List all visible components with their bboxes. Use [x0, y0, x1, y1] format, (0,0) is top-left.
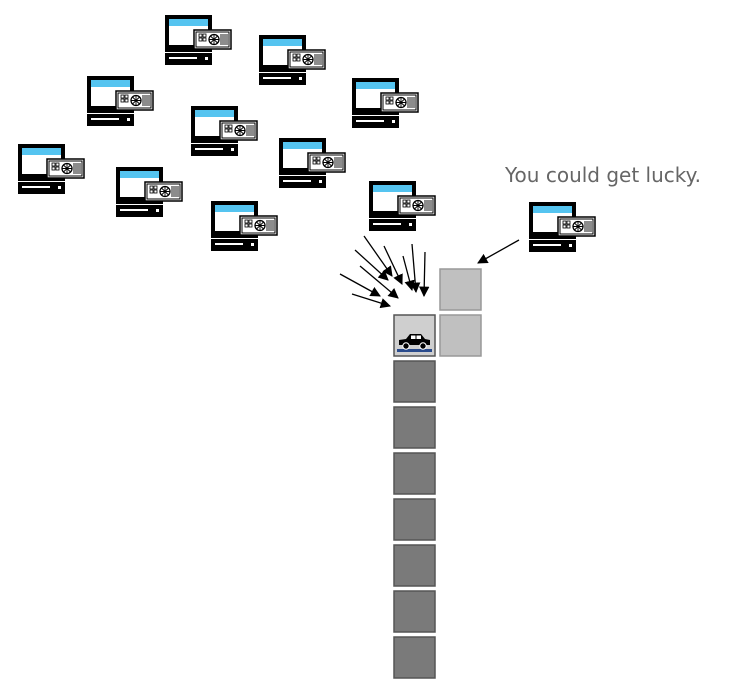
miner-arrow: [351, 293, 391, 309]
chain-block: [393, 452, 436, 495]
miner-arrow: [402, 255, 415, 292]
chain-block: [393, 544, 436, 587]
chain-block: [393, 636, 436, 679]
computer-with-gpu-icon: [351, 77, 419, 129]
candidate-blocks: [439, 268, 482, 357]
candidate-block: [439, 268, 482, 311]
lucky-miner: [477, 201, 596, 264]
computer-with-gpu-icon: [210, 200, 278, 252]
miner-arrow: [359, 265, 399, 299]
car-icon: [397, 334, 432, 352]
chain-block: [393, 590, 436, 633]
computer-with-gpu-icon: [278, 137, 346, 189]
computer-with-gpu-icon: [190, 105, 258, 157]
caption-text: You could get lucky.: [505, 163, 701, 187]
lucky-arrow: [477, 239, 520, 264]
miner-arrow: [363, 235, 393, 277]
computer-with-gpu-icon: [528, 201, 596, 253]
miner-arrow: [383, 245, 403, 285]
miner-crowd: [17, 14, 436, 252]
chain-block: [393, 406, 436, 449]
miner-arrow: [354, 249, 389, 281]
computer-with-gpu-icon: [86, 75, 154, 127]
blockchain: [393, 314, 436, 679]
miner-arrows: [339, 235, 430, 309]
computer-with-gpu-icon: [17, 143, 85, 195]
computer-with-gpu-icon: [164, 14, 232, 66]
chain-block: [393, 498, 436, 541]
miner-arrow: [410, 243, 421, 294]
computer-with-gpu-icon: [258, 34, 326, 86]
miner-arrow: [339, 273, 381, 297]
chain-block: [393, 360, 436, 403]
miner-arrow: [419, 251, 430, 298]
computer-with-gpu-icon: [368, 180, 436, 232]
computer-with-gpu-icon: [115, 166, 183, 218]
candidate-block: [439, 314, 482, 357]
